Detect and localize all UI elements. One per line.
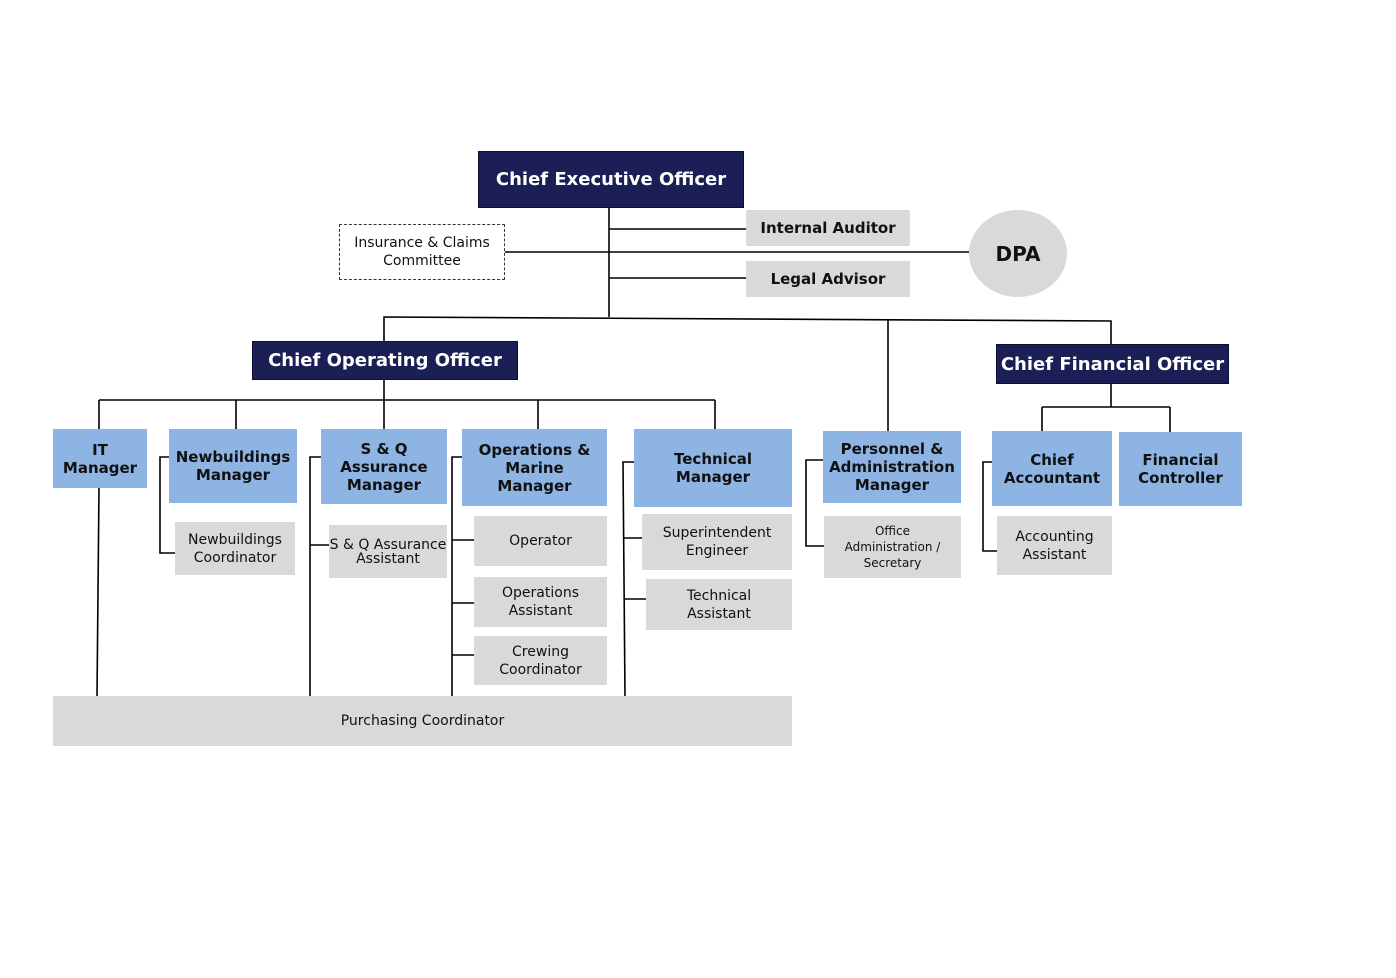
coo-box: Chief Operating Officer xyxy=(252,341,518,380)
connector xyxy=(982,461,997,552)
operator-box: Operator xyxy=(474,516,607,566)
connector xyxy=(309,456,321,696)
connector xyxy=(805,459,824,547)
newbuildings-coordinator-box: Newbuildings Coordinator xyxy=(175,522,295,575)
connector xyxy=(451,456,462,696)
sq-assurance-assistant-box: S & Q Assurance Assistant xyxy=(329,525,447,578)
crewing-coordinator-box: Crewing Coordinator xyxy=(474,636,607,685)
connector xyxy=(159,456,175,554)
technical-assistant-box: Technical Assistant xyxy=(646,579,792,630)
superintendent-engineer-box: Superintendent Engineer xyxy=(642,514,792,570)
cfo-box: Chief Financial Officer xyxy=(996,344,1229,384)
operations-marine-manager-box: Operations & Marine Manager xyxy=(462,429,607,506)
purchasing-coordinator-box: Purchasing Coordinator xyxy=(53,696,792,746)
operations-assistant-box: Operations Assistant xyxy=(474,577,607,627)
chief-accountant-box: Chief Accountant xyxy=(992,431,1112,506)
personnel-administration-manager-box: Personnel & Administration Manager xyxy=(823,431,961,503)
sq-assurance-manager-box: S & Q Assurance Manager xyxy=(321,429,447,504)
financial-controller-box: Financial Controller xyxy=(1119,432,1242,506)
insurance-committee-box: Insurance & Claims Committee xyxy=(339,224,505,280)
it-manager-box: IT Manager xyxy=(53,429,147,488)
technical-manager-box: Technical Manager xyxy=(634,429,792,507)
connector xyxy=(96,487,100,697)
newbuildings-manager-box: Newbuildings Manager xyxy=(169,429,297,503)
legal-advisor-box: Legal Advisor xyxy=(746,261,910,297)
dpa-circle: DPA xyxy=(969,210,1067,297)
ceo-box: Chief Executive Officer xyxy=(478,151,744,208)
connector xyxy=(383,316,1112,344)
internal-auditor-box: Internal Auditor xyxy=(746,210,910,246)
connector xyxy=(622,461,634,697)
office-administration-secretary-box: Office Administration / Secretary xyxy=(824,516,961,578)
accounting-assistant-box: Accounting Assistant xyxy=(997,516,1112,575)
